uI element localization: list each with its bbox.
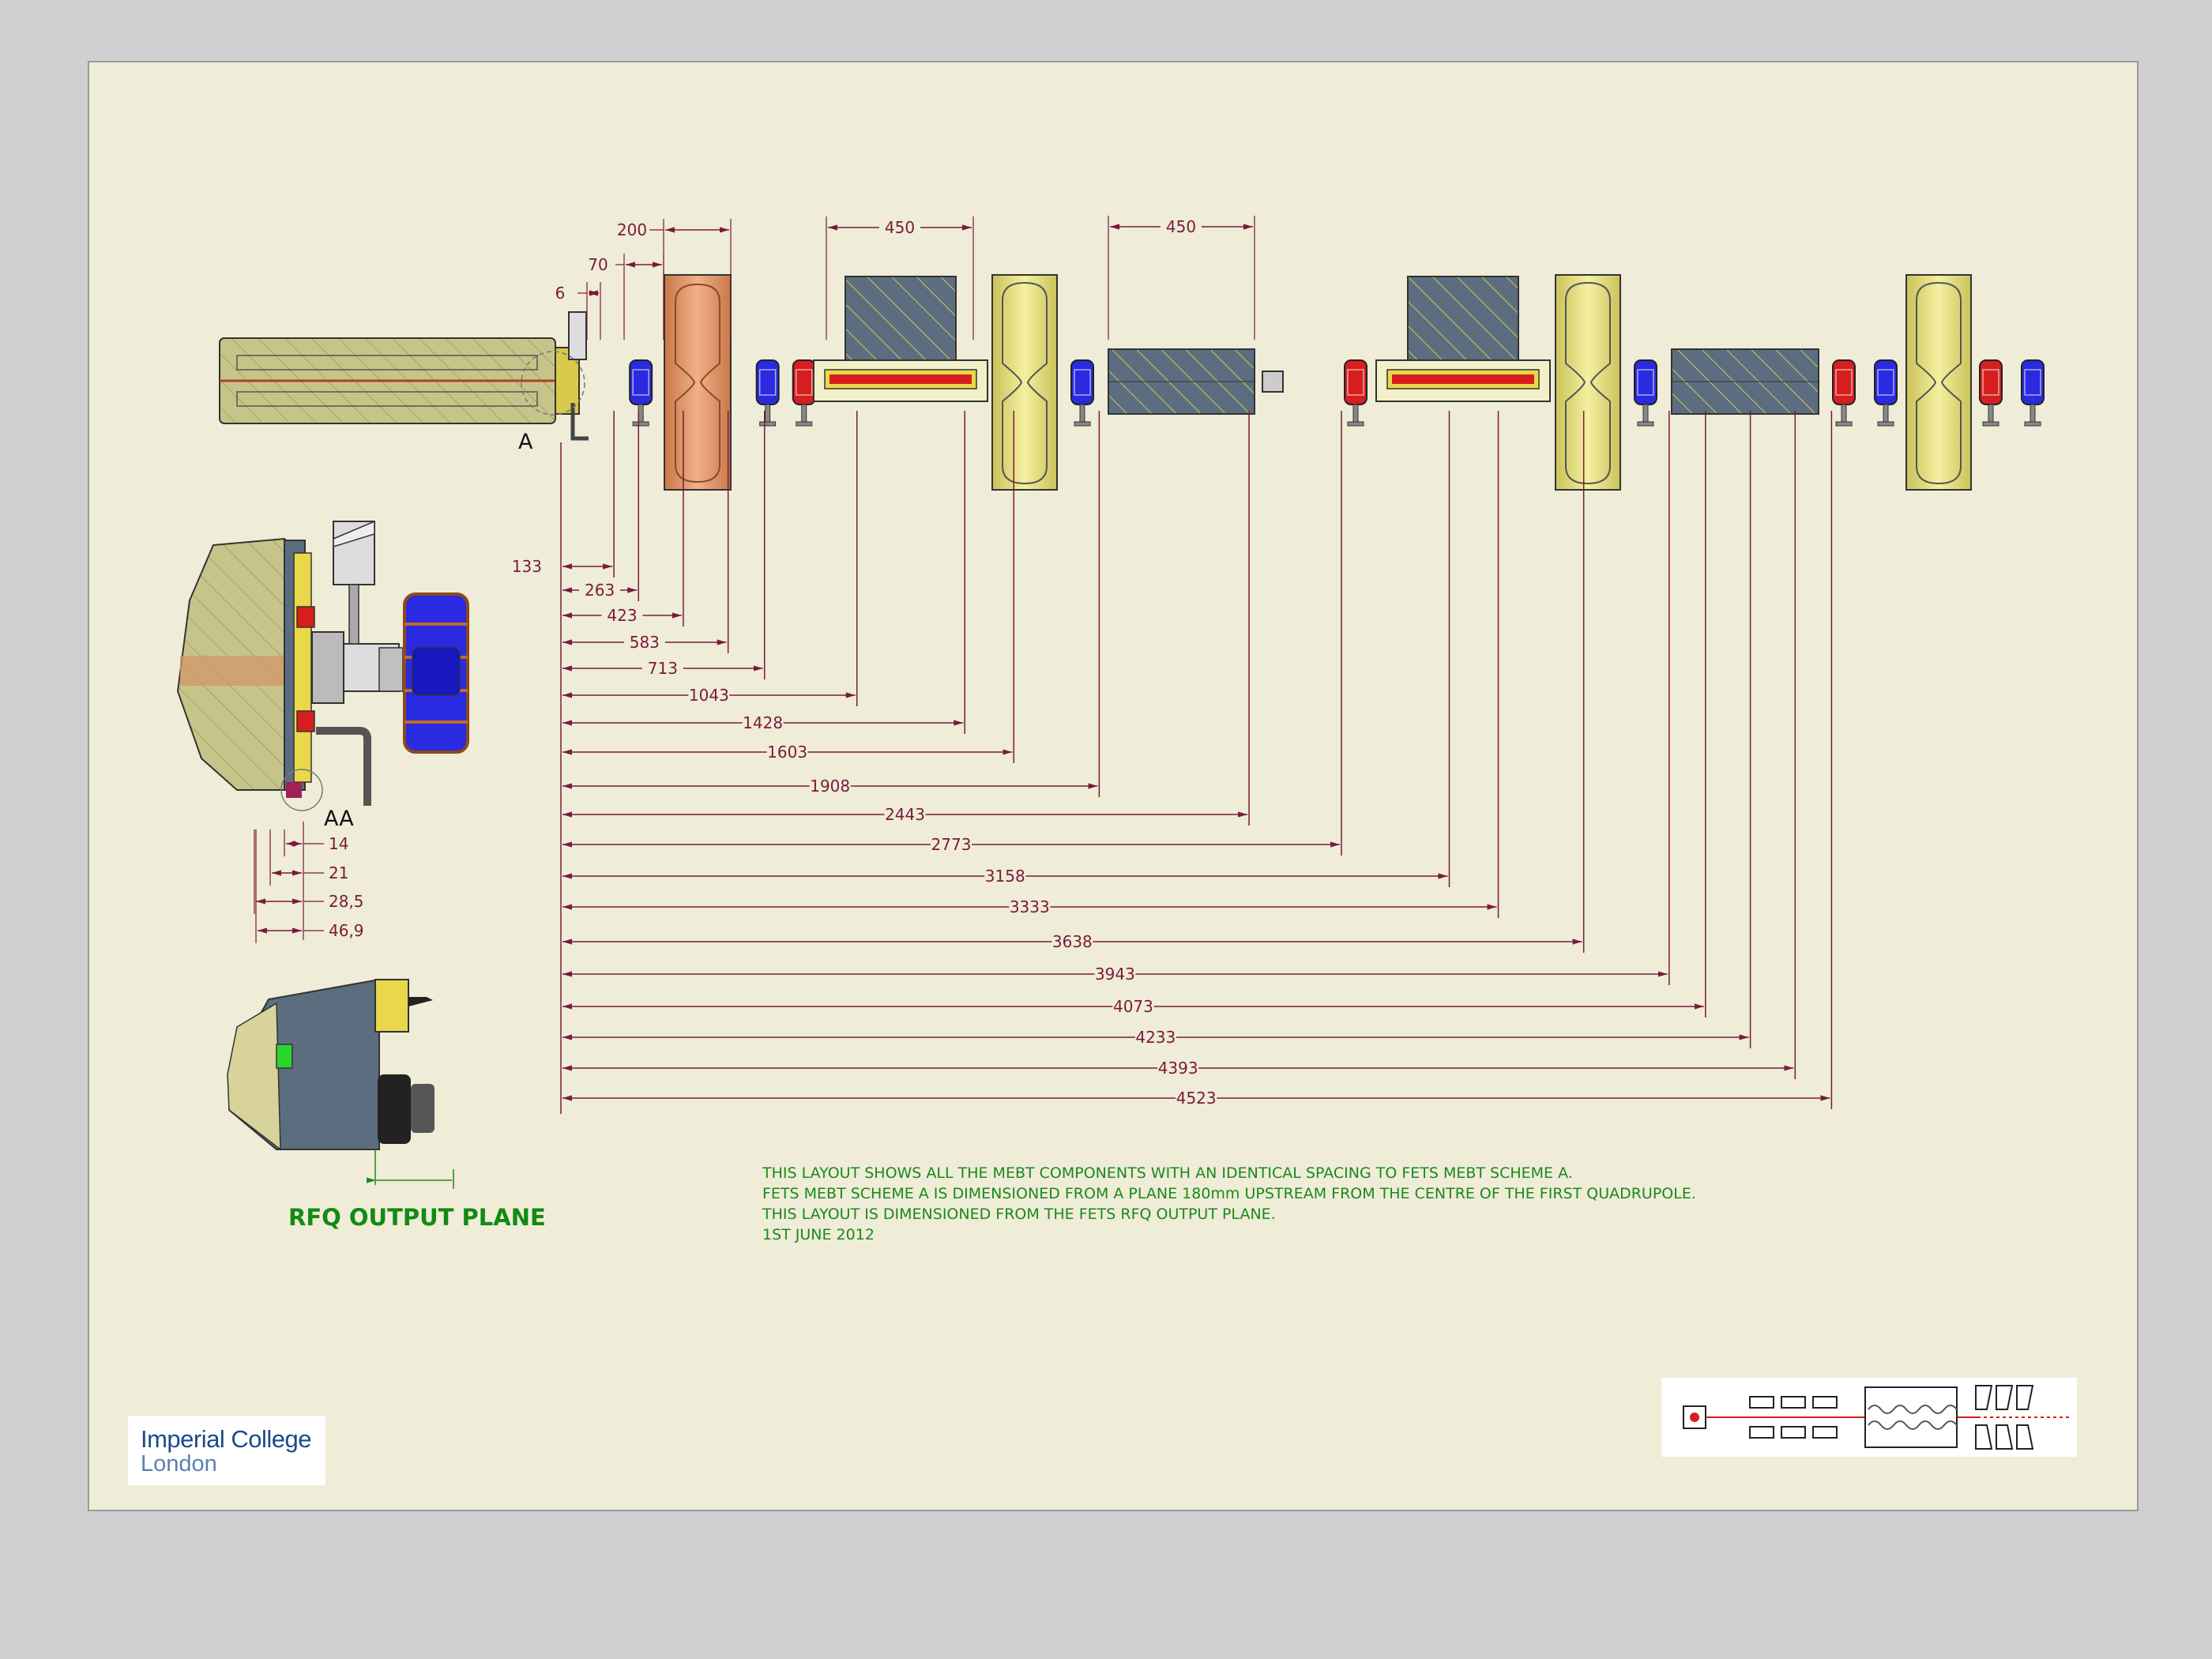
station-dimension-label: 3158 — [985, 867, 1025, 886]
station-dimension-423: 423 — [562, 411, 684, 626]
station-dimension-label: 1428 — [743, 713, 783, 732]
quadrupole-2 — [755, 359, 780, 427]
detail-dimension-21: 21 — [269, 830, 348, 886]
steerer-3 — [1344, 359, 1367, 427]
station-dimension-3638: 3638 — [562, 411, 1585, 953]
station-dimension-label: 4523 — [1176, 1089, 1217, 1108]
top-dimension-label: 6 — [555, 284, 566, 303]
detail-dimension-label: 21 — [329, 863, 348, 882]
quadrupole-4 — [1634, 359, 1657, 427]
quadrupole-coil-cross-section — [403, 592, 469, 754]
station-dimension-label: 1043 — [689, 686, 729, 705]
station-dimension-2443: 2443 — [562, 411, 1250, 826]
beamline-components: A — [219, 274, 2045, 491]
station-dimension-3158: 3158 — [562, 411, 1450, 887]
station-dimension-label: 3333 — [1010, 897, 1050, 916]
detail-dimension-label: 14 — [329, 834, 348, 853]
rfq-output-plane-title: RFQ OUTPUT PLANE — [288, 1204, 546, 1231]
rfq-output-plane-detail — [227, 978, 454, 1189]
station-dimension-3333: 3333 — [562, 411, 1499, 918]
schematic-legend-icon — [1683, 1385, 2072, 1450]
kicker-1 — [1108, 348, 1255, 415]
buncher-cavity-1 — [664, 274, 732, 491]
station-dimension-label: 2443 — [885, 805, 925, 824]
cavity-2 — [1555, 274, 1621, 491]
station-dimension-label: 4233 — [1135, 1028, 1176, 1047]
chopper-2 — [1375, 276, 1551, 402]
top-dimension-450: 450 — [826, 216, 974, 340]
station-dimension-1603: 1603 — [562, 411, 1015, 763]
station-dimension-133: 133 — [512, 411, 615, 577]
quadrupole-1 — [629, 359, 653, 427]
station-dimension-label: 1603 — [767, 743, 807, 762]
station-dimension-2773: 2773 — [562, 411, 1342, 856]
quadrupole-3 — [1070, 359, 1094, 427]
station-dimension-1908: 1908 — [562, 411, 1100, 797]
station-dimension-label: 4393 — [1158, 1059, 1198, 1078]
station-dimension-1428: 1428 — [562, 411, 965, 734]
detail-aa-dimensions: 14 21 28,5 46,9 — [254, 822, 364, 943]
station-dimension-label: 583 — [630, 633, 660, 652]
detail-dimension-46,9: 46,9 — [255, 830, 364, 943]
station-dimension-label: 1908 — [810, 777, 850, 796]
logo-line-2: London — [141, 1451, 217, 1477]
cavity-3 — [1905, 274, 1972, 491]
section-aa-label: AA — [324, 807, 354, 831]
chopper-1 — [813, 276, 988, 402]
station-dimension-583: 583 — [562, 411, 729, 653]
quadrupole-5 — [1874, 359, 1898, 427]
detail-dimension-14: 14 — [284, 830, 348, 856]
note-line-2: FETS MEBT SCHEME A IS DIMENSIONED FROM A… — [762, 1185, 1696, 1202]
beamline-schematic-icon — [1661, 1378, 2077, 1457]
note-line-3: THIS LAYOUT IS DIMENSIONED FROM THE FETS… — [762, 1206, 1276, 1223]
station-dimension-1043: 1043 — [562, 411, 858, 706]
station-dimension-4393: 4393 — [562, 411, 1796, 1079]
station-dimension-label: 263 — [585, 581, 615, 600]
detail-dimension-28,5: 28,5 — [254, 830, 364, 914]
kicker-2 — [1671, 348, 1819, 415]
quadrupole-6 — [2021, 359, 2045, 427]
station-dimension-label: 4073 — [1113, 997, 1153, 1016]
note-date: 1ST JUNE 2012 — [762, 1226, 875, 1243]
imperial-college-logo: Imperial College London — [128, 1416, 325, 1485]
station-dimension-label: 423 — [607, 606, 637, 625]
steerer-2 — [792, 359, 816, 427]
steerer-5 — [1979, 359, 2003, 427]
station-dimension-3943: 3943 — [562, 411, 1670, 985]
top-dimension-70: 70 — [588, 254, 664, 340]
beam-position-monitor — [1262, 371, 1284, 393]
layout-notes: THIS LAYOUT SHOWS ALL THE MEBT COMPONENT… — [762, 1163, 1696, 1245]
top-dimension-label: 70 — [588, 255, 608, 274]
cavity-1 — [991, 274, 1058, 491]
station-dimension-label: 3638 — [1052, 932, 1093, 951]
drawing-sheet — [88, 61, 2139, 1511]
logo-line-1: Imperial College — [141, 1425, 312, 1453]
top-dimension-450: 450 — [1108, 216, 1255, 340]
top-dimension-label: 450 — [1166, 217, 1196, 236]
detail-dimension-label: 46,9 — [329, 921, 364, 940]
top-dimension-label: 200 — [617, 220, 647, 239]
station-dimension-4073: 4073 — [562, 411, 1706, 1018]
top-dimension-6: 6 — [555, 282, 601, 340]
station-dimension-4523: 4523 — [562, 411, 1833, 1109]
top-dimension-label: 450 — [885, 218, 915, 237]
steerer-4 — [1832, 359, 1856, 427]
station-dimension-label: 713 — [648, 659, 678, 678]
note-line-1: THIS LAYOUT SHOWS ALL THE MEBT COMPONENT… — [762, 1164, 1573, 1182]
station-dimension-label: 2773 — [931, 835, 972, 854]
station-dimension-label: 3943 — [1095, 965, 1135, 984]
station-dimension-4233: 4233 — [562, 411, 1751, 1048]
station-dimension-713: 713 — [562, 411, 766, 679]
detail-aa-cross-section: AA — [176, 520, 469, 831]
detail-dimension-label: 28,5 — [329, 892, 364, 911]
rfq-body — [219, 311, 589, 441]
station-dimension-263: 263 — [562, 411, 639, 601]
section-a-label: A — [518, 430, 533, 454]
station-dimension-label: 133 — [512, 557, 542, 576]
top-dimensions: 200 70 6 450 450 — [555, 216, 1255, 340]
